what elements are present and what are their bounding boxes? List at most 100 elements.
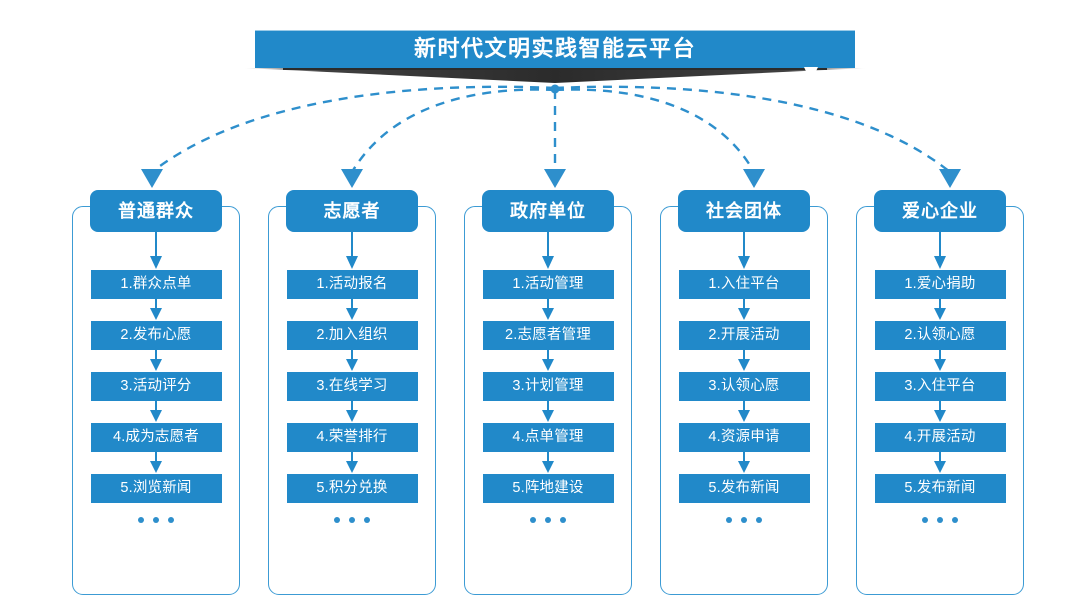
list-item-label: 3.活动评分 — [120, 378, 192, 395]
arrow-down-icon — [934, 350, 946, 371]
arrow-down-icon — [346, 232, 358, 269]
arrow-down-icon — [542, 350, 554, 371]
list-item[interactable]: 3.活动评分 — [90, 372, 222, 401]
list-item[interactable]: 1.群众点单 — [90, 270, 222, 299]
arrow-down-icon — [542, 401, 554, 422]
dot-icon — [560, 517, 566, 523]
list-item-label: 3.认领心愿 — [708, 378, 780, 395]
arrow-down-icon — [738, 299, 750, 320]
more-items-indicator — [138, 517, 174, 523]
column-header-label: 社会团体 — [706, 201, 782, 221]
arrow-down-icon — [150, 232, 162, 269]
fanout-connectors — [141, 84, 961, 188]
column-header-0[interactable]: 普通群众 — [90, 190, 222, 232]
arrow-down-icon — [346, 299, 358, 320]
list-item-label: 2.加入组织 — [316, 327, 388, 344]
list-item[interactable]: 5.发布新闻 — [678, 474, 810, 503]
column-header-label: 普通群众 — [118, 201, 194, 221]
dot-icon — [138, 517, 144, 523]
list-item-label: 1.活动管理 — [512, 276, 584, 293]
connector-arrow-5 — [939, 169, 961, 188]
banner-shadow — [243, 66, 867, 83]
list-item[interactable]: 4.资源申请 — [678, 423, 810, 452]
list-item[interactable]: 3.在线学习 — [286, 372, 418, 401]
arrow-down-icon — [738, 232, 750, 269]
chevron-down-icon — [804, 67, 818, 82]
column-header-2[interactable]: 政府单位 — [482, 190, 614, 232]
connector-arrow-3 — [544, 169, 566, 188]
list-item[interactable]: 3.认领心愿 — [678, 372, 810, 401]
list-item[interactable]: 2.发布心愿 — [90, 321, 222, 350]
role-column-government-unit: 政府单位 1.活动管理 2.志愿者管理 — [464, 190, 632, 595]
arrow-down-icon — [542, 299, 554, 320]
list-item[interactable]: 1.活动管理 — [482, 270, 614, 299]
arrow-down-icon — [150, 350, 162, 371]
list-item[interactable]: 5.积分兑换 — [286, 474, 418, 503]
list-item-label: 4.点单管理 — [512, 429, 584, 446]
list-item[interactable]: 4.成为志愿者 — [90, 423, 222, 452]
column-header-label: 爱心企业 — [902, 201, 978, 221]
list-item-label: 3.计划管理 — [512, 378, 584, 395]
list-item[interactable]: 4.开展活动 — [874, 423, 1006, 452]
column-body: 1.入住平台 2.开展活动 3.认领心愿 — [660, 232, 828, 595]
dot-icon — [334, 517, 340, 523]
arrow-down-icon — [738, 452, 750, 473]
connector-arrow-2 — [341, 169, 363, 188]
arrow-down-icon — [150, 299, 162, 320]
connector-origin-node — [550, 84, 560, 94]
list-item[interactable]: 4.点单管理 — [482, 423, 614, 452]
dot-icon — [545, 517, 551, 523]
connector-line-5 — [554, 85, 951, 173]
list-item-label: 5.阵地建设 — [512, 480, 584, 497]
list-item[interactable]: 1.入住平台 — [678, 270, 810, 299]
list-item-label: 2.开展活动 — [708, 327, 780, 344]
list-item[interactable]: 2.认领心愿 — [874, 321, 1006, 350]
column-header-1[interactable]: 志愿者 — [286, 190, 418, 232]
column-header-4[interactable]: 爱心企业 — [874, 190, 1006, 232]
dot-icon — [364, 517, 370, 523]
list-item[interactable]: 5.发布新闻 — [874, 474, 1006, 503]
dot-icon — [530, 517, 536, 523]
list-item[interactable]: 3.入住平台 — [874, 372, 1006, 401]
connector-line-2 — [350, 88, 556, 173]
connector-line-4 — [554, 88, 756, 173]
more-items-indicator — [726, 517, 762, 523]
list-item[interactable]: 5.阵地建设 — [482, 474, 614, 503]
dot-icon — [756, 517, 762, 523]
list-item-label: 1.活动报名 — [316, 276, 388, 293]
column-header-3[interactable]: 社会团体 — [678, 190, 810, 232]
arrow-down-icon — [542, 452, 554, 473]
list-item[interactable]: 5.浏览新闻 — [90, 474, 222, 503]
list-item-label: 2.发布心愿 — [120, 327, 192, 344]
list-item[interactable]: 3.计划管理 — [482, 372, 614, 401]
column-body: 1.活动报名 2.加入组织 3.在线学习 — [268, 232, 436, 595]
arrow-down-icon — [934, 232, 946, 269]
dot-icon — [922, 517, 928, 523]
list-item-label: 1.群众点单 — [120, 276, 192, 293]
column-body: 1.群众点单 2.发布心愿 3.活动评分 — [72, 232, 240, 595]
list-item[interactable]: 2.开展活动 — [678, 321, 810, 350]
more-items-indicator — [334, 517, 370, 523]
arrow-down-icon — [934, 299, 946, 320]
dot-icon — [741, 517, 747, 523]
role-column-volunteer: 志愿者 1.活动报名 2.加入组织 — [268, 190, 436, 595]
list-item-label: 4.成为志愿者 — [113, 429, 199, 446]
list-item-label: 3.入住平台 — [904, 378, 976, 395]
role-column-charity-enterprise: 爱心企业 1.爱心捐助 2.认领心愿 — [856, 190, 1024, 595]
list-item[interactable]: 2.志愿者管理 — [482, 321, 614, 350]
arrow-down-icon — [738, 401, 750, 422]
page-title: 新时代文明实践智能云平台 — [413, 36, 696, 61]
list-item[interactable]: 1.爱心捐助 — [874, 270, 1006, 299]
arrow-down-icon — [934, 452, 946, 473]
dot-icon — [937, 517, 943, 523]
list-item[interactable]: 1.活动报名 — [286, 270, 418, 299]
list-item[interactable]: 2.加入组织 — [286, 321, 418, 350]
list-item[interactable]: 4.荣誉排行 — [286, 423, 418, 452]
dot-icon — [952, 517, 958, 523]
banner-bar: 新时代文明实践智能云平台 — [255, 30, 855, 68]
column-header-label: 政府单位 — [510, 201, 586, 221]
connector-arrow-1 — [141, 169, 163, 188]
connector-line-1 — [151, 85, 556, 173]
